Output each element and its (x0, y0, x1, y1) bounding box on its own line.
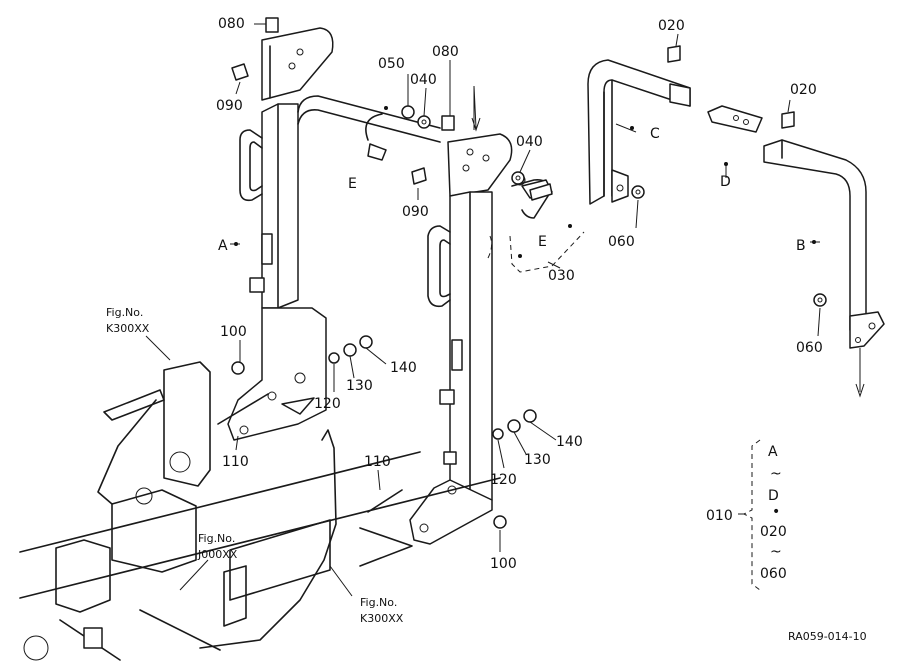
fig-ref-3-code: K300XX (360, 612, 404, 625)
label-040: 040 (516, 134, 543, 150)
label-040: 040 (410, 72, 437, 88)
leader-lines (145, 23, 865, 597)
label-120: 120 (314, 396, 341, 412)
label-140: 140 (556, 434, 583, 450)
washer-060-b (813, 293, 827, 307)
bolt-020-left (667, 45, 681, 63)
bolt-100-right (493, 515, 507, 529)
label-020: 020 (658, 18, 685, 34)
label-080: 080 (432, 44, 459, 60)
bolt-020-right (781, 111, 795, 129)
nut-140-left (359, 335, 373, 349)
label-120: 120 (490, 472, 517, 488)
fig-ref-2-code: J000XX (197, 548, 238, 561)
nut-080-right (441, 115, 455, 131)
washer-120-left (328, 352, 340, 364)
part-b-bentbar (763, 139, 885, 349)
label-020: 020 (790, 82, 817, 98)
stud-110-left (217, 393, 269, 425)
label-050: 050 (378, 56, 405, 72)
label-090: 090 (216, 98, 243, 114)
washer-120-right (492, 428, 504, 440)
washer-130-left (343, 343, 357, 357)
label-130: 130 (346, 378, 373, 394)
label-060: 060 (796, 340, 823, 356)
label-140: 140 (390, 360, 417, 376)
washer-060-a (631, 185, 645, 199)
label-030: 030 (548, 268, 575, 284)
label-c: C (650, 126, 660, 142)
rops-crossbar (297, 95, 441, 143)
legend-to2: 060 (760, 566, 787, 582)
labels: 080 090 050 040 080 040 090 E E 030 020 … (106, 16, 867, 643)
washer-040-b (511, 171, 525, 185)
label-b: B (796, 238, 806, 254)
legend-dot: • (772, 504, 780, 520)
fig-ref-1-code: K300XX (106, 322, 150, 335)
part-d-connector (707, 105, 763, 133)
legend-tilde2: ~ (770, 544, 782, 560)
legend-tilde: ~ (770, 466, 782, 482)
nut-050 (401, 105, 415, 119)
fig-ref-2-title: Fig.No. (198, 532, 235, 545)
label-130: 130 (524, 452, 551, 468)
legend-to: D (768, 488, 779, 504)
label-010: 010 (706, 508, 733, 524)
label-d: D (720, 174, 731, 190)
label-110: 110 (364, 454, 391, 470)
label-080: 080 (218, 16, 245, 32)
legend-from2: 020 (760, 524, 787, 540)
label-060: 060 (608, 234, 635, 250)
tractor-floor-frame (19, 361, 501, 661)
nut-140-right (523, 409, 537, 423)
bolt-090-left (231, 63, 249, 81)
label-090: 090 (402, 204, 429, 220)
part-c-ubar (587, 59, 691, 205)
fig-ref-3-title: Fig.No. (360, 596, 397, 609)
bolt-030 (529, 183, 553, 201)
bolt-090-right (411, 167, 427, 185)
label-110: 110 (222, 454, 249, 470)
label-100: 100 (490, 556, 517, 572)
label-e: E (348, 176, 357, 192)
bolt-100-left (231, 361, 245, 375)
washer-130-right (507, 419, 521, 433)
rops-frame-left (227, 27, 334, 441)
nut-080-top (265, 17, 279, 33)
label-e: E (538, 234, 547, 250)
label-100: 100 (220, 324, 247, 340)
stud-110-right (367, 489, 403, 513)
reference-dots (234, 106, 816, 258)
label-a: A (218, 238, 228, 254)
drawing-code: RA059-014-10 (788, 630, 867, 643)
legend-bracket (738, 439, 761, 591)
fasteners (217, 17, 827, 529)
fig-ref-1-title: Fig.No. (106, 306, 143, 319)
washer-040-a (417, 115, 431, 129)
legend-from: A (768, 444, 778, 460)
